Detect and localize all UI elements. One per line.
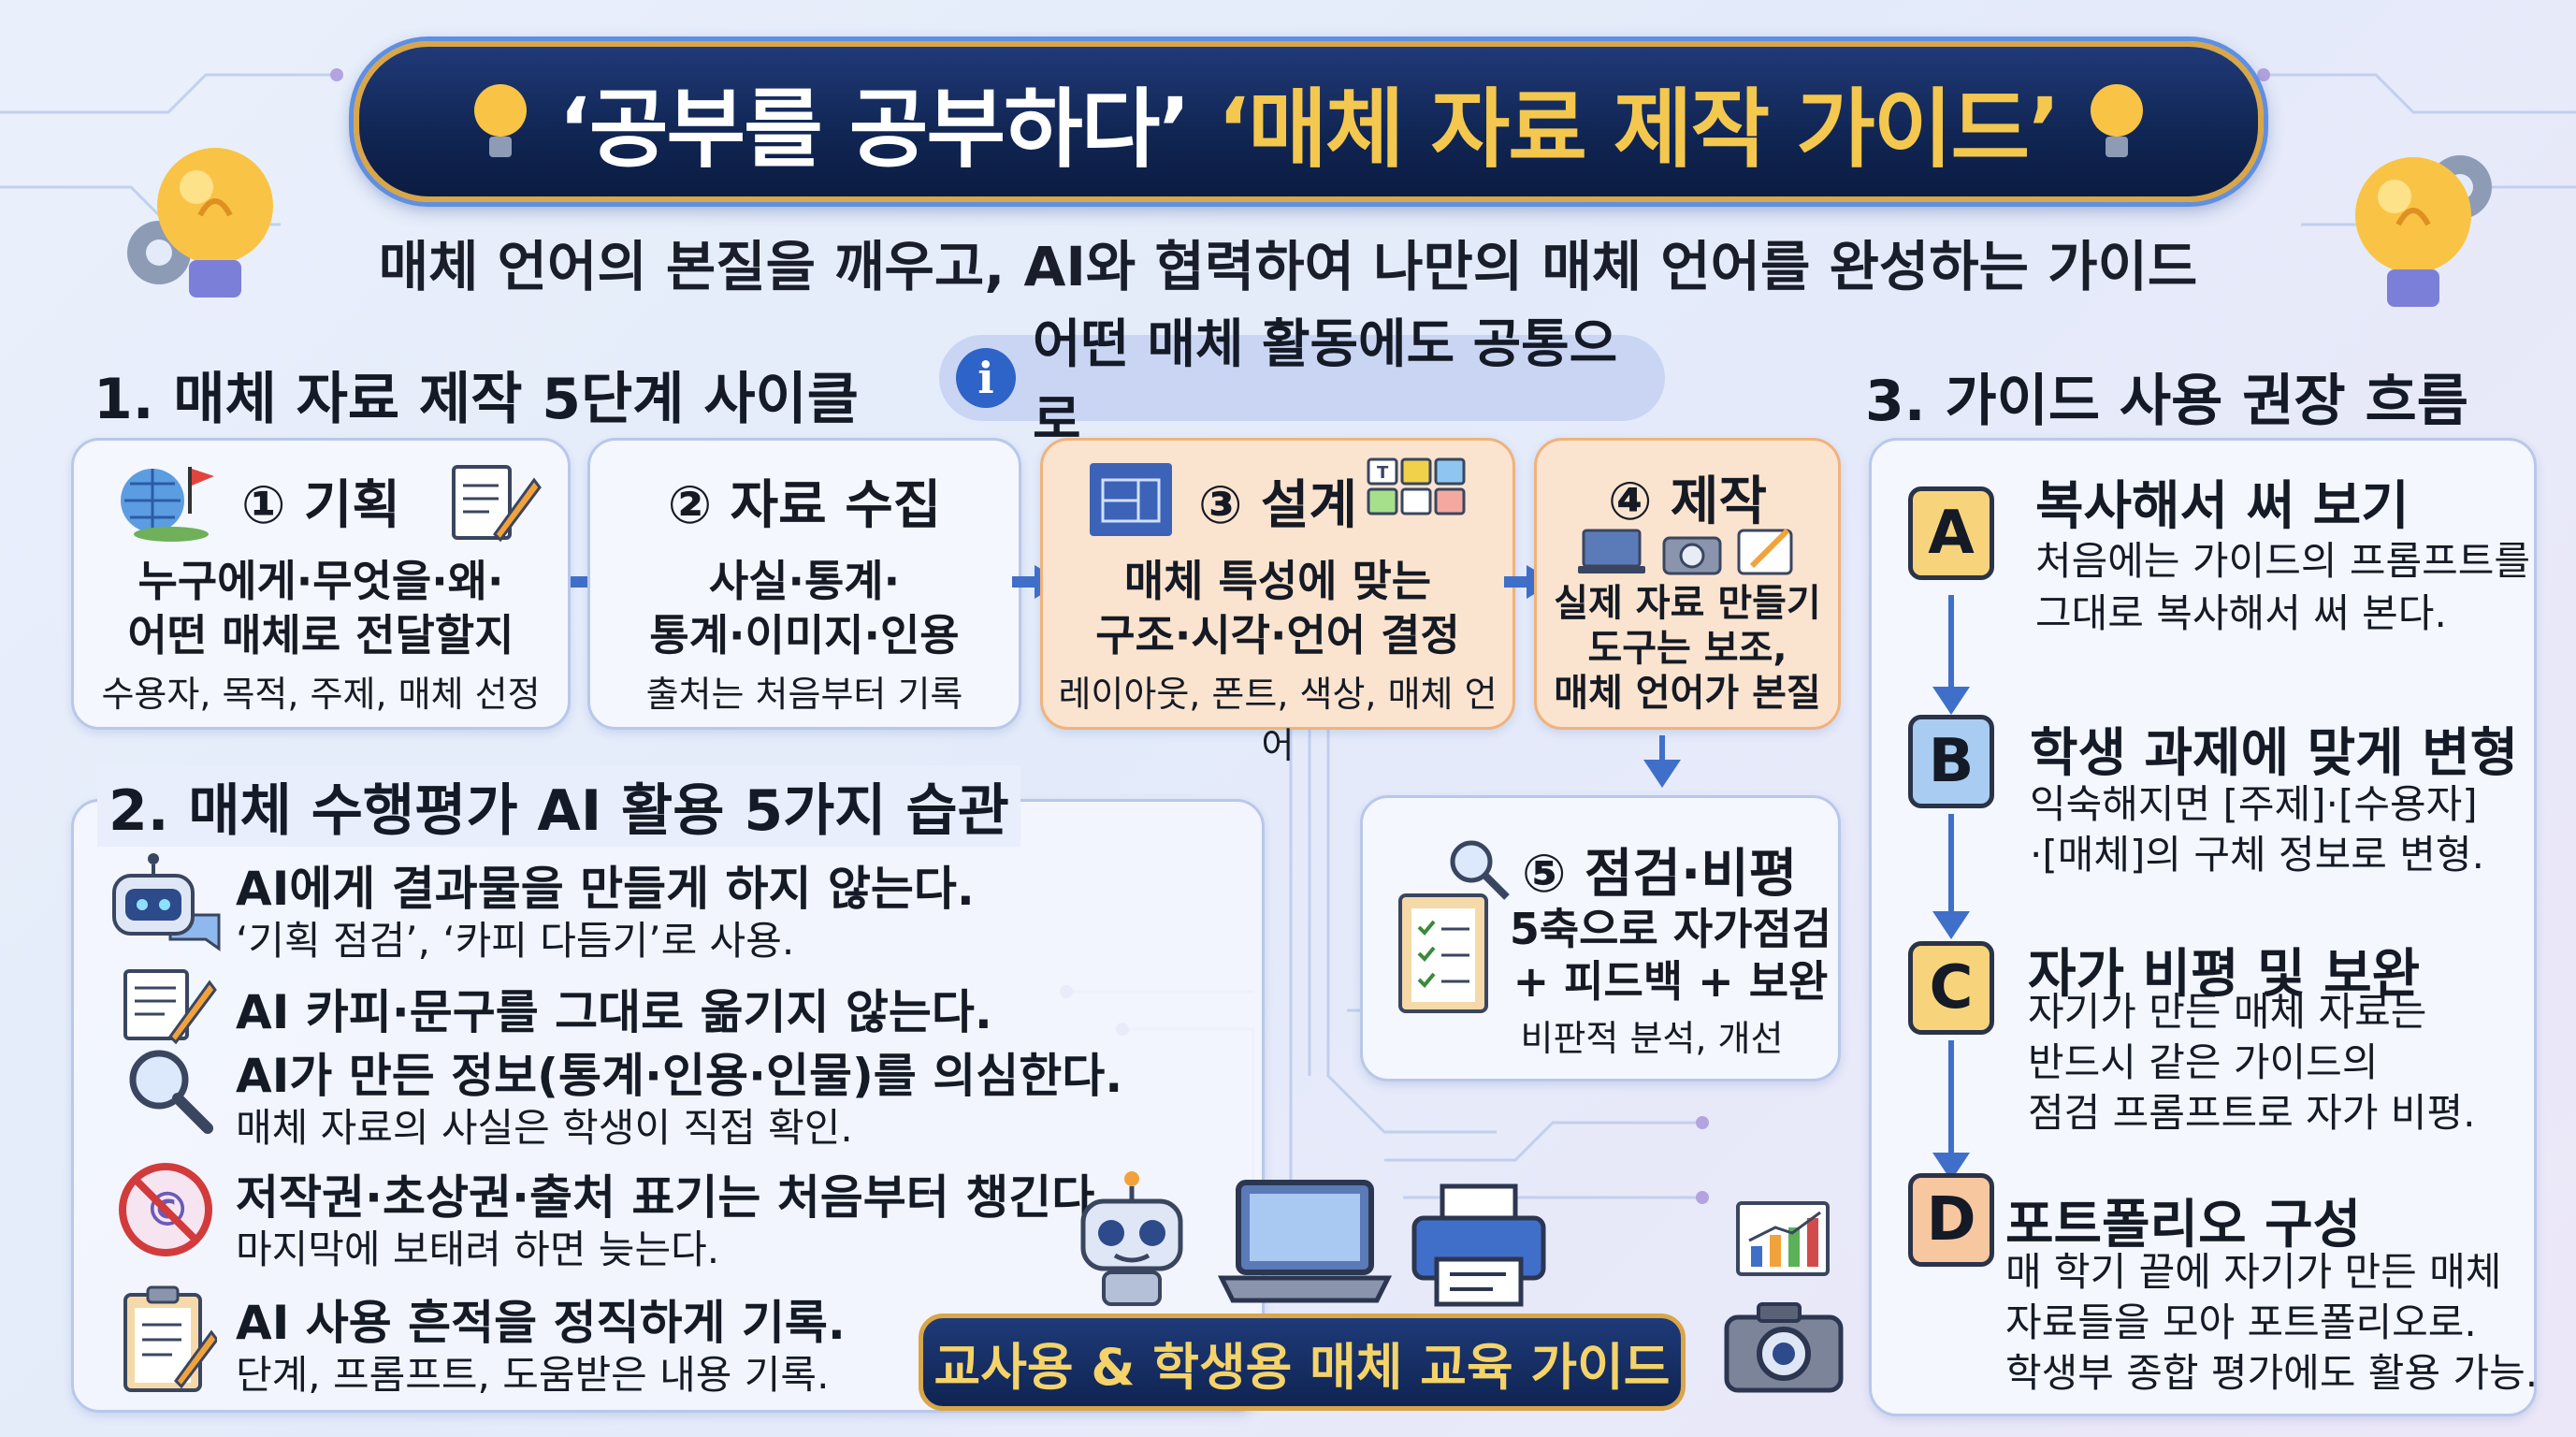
flow-step-desc: 처음에는 가이드의 프롬프트를 xyxy=(2035,538,2531,584)
common-note-text: 어떤 매체 활동에도 공통으로 xyxy=(1032,314,1618,451)
flow-arrow-line xyxy=(1659,735,1665,762)
flow-step-desc: 그대로 복사해서 써 본다. xyxy=(2035,590,2447,636)
step-desc-line2: 구조·시각·언어 결정 xyxy=(1095,610,1460,660)
lightbulb-icon xyxy=(127,148,273,298)
habit-desc: 매체 자료의 사실은 학생이 직접 확인. xyxy=(236,1105,853,1151)
globe-icon xyxy=(121,467,214,542)
step-title: ② 자료 수집 xyxy=(667,475,942,536)
flow-arrow xyxy=(1643,760,1681,788)
page-title-part1: ‘공부를 공부하다’ xyxy=(557,79,1191,180)
habit-desc: 단계, 프롬프트, 도움받은 내용 기록. xyxy=(236,1352,830,1398)
step-desc-line1: 사실·통계· xyxy=(708,556,901,606)
step-title: ④ 제작 xyxy=(1608,472,1767,532)
habits-card xyxy=(71,799,1265,1413)
habit-desc: ‘기획 점검’, ‘카피 다듬기’로 사용. xyxy=(236,918,795,964)
step-desc-line1: 매체 특성에 맞는 xyxy=(1123,556,1432,606)
blueprint-icon xyxy=(1090,463,1172,536)
habit-title: AI가 만든 정보(통계·인용·인물)를 의심한다. xyxy=(236,1049,1123,1103)
laptop-icon xyxy=(1578,529,1645,573)
robot-icon xyxy=(1080,1171,1183,1306)
step-desc-line1: 실제 자료 만들기 xyxy=(1554,582,1821,625)
flow-arrow xyxy=(1932,687,1970,715)
tools-grid-icon: T xyxy=(1367,457,1466,515)
lightbulb-icon xyxy=(2355,155,2492,307)
flow-step-desc: 매 학기 끝에 자기가 만든 매체 xyxy=(2005,1249,2502,1295)
flow-step-title: 복사해서 써 보기 xyxy=(2035,476,2410,537)
design-app-icon xyxy=(1737,528,1793,575)
step-title: ⑤ 점검·비평 xyxy=(1522,844,1798,905)
flow-step-desc: 반드시 같은 가이드의 xyxy=(2028,1039,2379,1085)
svg-text:T: T xyxy=(1377,463,1389,483)
step-card-plan: ① 기획 누구에게·무엇을·왜· 어떤 매체로 전달할지 수용자, 목적, 주제… xyxy=(71,438,571,730)
document-pen-icon xyxy=(123,969,217,1044)
info-icon: i xyxy=(956,348,1016,408)
document-pen-icon xyxy=(452,465,542,543)
step-title: ① 기획 xyxy=(241,475,400,536)
flow-step-title: 자가 비평 및 보완 xyxy=(2028,944,2421,1005)
flow-step-desc: 학생부 종합 평가에도 활용 가능. xyxy=(2005,1350,2539,1396)
step-badge-a: A xyxy=(1908,486,1994,580)
habit-title: AI에게 결과물을 만들게 하지 않는다. xyxy=(236,862,975,916)
lightbulb-icon xyxy=(473,84,527,157)
step-card-collect: ② 자료 수집 사실·통계· 통계·이미지·인용 출처는 처음부터 기록 xyxy=(587,438,1021,730)
habit-title: 저작권·초상권·출처 표기는 처음부터 챙긴다. xyxy=(236,1170,1113,1225)
step-keywords: 레이아웃, 폰트, 색상, 매체 언어 xyxy=(1058,674,1498,766)
habit-title: AI 사용 흔적을 정직하게 기록. xyxy=(236,1296,846,1350)
step-desc-line3: 매체 언어가 본질 xyxy=(1554,672,1821,715)
step-desc-line2: 도구는 보조, xyxy=(1587,627,1787,670)
footer-badge: 교사용 & 학생용 매체 교육 가이드 xyxy=(919,1314,1686,1411)
page-title-part2: ‘매체 자료 제작 가이드’ xyxy=(1217,79,2061,180)
step-card-design: ③ 설계 T 매체 특성에 맞는 구조·시각·언어 결정 레이아웃, 폰트, 색… xyxy=(1040,438,1515,766)
habit-title: AI 카피·문구를 그대로 옮기지 않는다. xyxy=(236,985,992,1039)
step-badge-c: C xyxy=(1908,941,1994,1035)
bar-chart-icon xyxy=(1736,1201,1830,1276)
section1-title: 1. 매체 자료 제작 5단계 사이클 xyxy=(94,367,859,432)
step-desc-line1: 누구에게·무엇을·왜· xyxy=(137,556,504,606)
step-keywords: 비판적 분석, 개선 xyxy=(1520,1018,1784,1059)
title-banner: ‘공부를 공부하다’ ‘매체 자료 제작 가이드’ xyxy=(354,41,2264,202)
flow-step-desc: ·[매체]의 구체 정보로 변형. xyxy=(2030,832,2484,878)
laptop-icon xyxy=(1217,1180,1393,1303)
step-desc-line1: 5축으로 자가점검 xyxy=(1509,904,1832,954)
production-tools xyxy=(1578,528,1793,575)
no-copyright-icon: © xyxy=(119,1163,212,1256)
step-badge-b: B xyxy=(1908,715,1994,808)
step-title: ③ 설계 xyxy=(1198,475,1357,536)
step-desc-line2: 어떤 매체로 전달할지 xyxy=(127,610,514,660)
page-subtitle: 매체 언어의 본질을 깨우고, AI와 협력하여 나만의 매체 언어를 완성하는… xyxy=(378,235,2198,298)
clipboard-checklist-icon xyxy=(1398,840,1510,1013)
clipboard-checklist-icon xyxy=(123,1285,217,1392)
camera-icon xyxy=(1662,536,1722,575)
step-keywords: 수용자, 목적, 주제, 매체 선정 xyxy=(101,674,541,715)
printer-icon xyxy=(1411,1183,1546,1307)
section2-title: 2. 매체 수행평가 AI 활용 5가지 습관 xyxy=(97,765,1020,847)
lightbulb-icon xyxy=(2091,84,2144,157)
step-desc-line2: + 피드백 + 보완 xyxy=(1512,956,1829,1007)
section3-title: 3. 가이드 사용 권장 흐름 xyxy=(1865,369,2468,434)
step-badge-d: D xyxy=(1908,1173,1994,1267)
common-note-pill: i 어떤 매체 활동에도 공통으로 xyxy=(939,314,1665,451)
flow-arrow-line xyxy=(1948,814,1954,915)
flow-arrow xyxy=(1932,911,1970,939)
step-card-produce: ④ 제작 실제 자료 만들기 도구는 보조, 매체 언어가 본질 xyxy=(1534,438,1841,730)
robot-icon xyxy=(112,853,221,951)
camera-icon xyxy=(1724,1302,1844,1393)
magnifier-icon xyxy=(129,1050,213,1134)
flow-step-desc: 자기가 만든 매체 자료는 xyxy=(2028,989,2427,1035)
flow-arrow-line xyxy=(1948,1040,1954,1156)
flow-step-title: 학생 과제에 맞게 변형 xyxy=(2030,723,2519,784)
flow-step-desc: 점검 프롬프트로 자가 비평. xyxy=(2028,1090,2476,1136)
flow-step-desc: 자료들을 모아 포트폴리오로. xyxy=(2005,1299,2477,1345)
flow-arrow-line xyxy=(1948,595,1954,690)
step-keywords: 출처는 처음부터 기록 xyxy=(645,674,963,715)
flow-step-desc: 익숙해지면 [주제]·[수용자] xyxy=(2030,781,2478,827)
step-desc-line2: 통계·이미지·인용 xyxy=(649,610,960,660)
habit-desc: 마지막에 보태려 하면 늦는다. xyxy=(236,1227,720,1272)
flow-step-title: 포트폴리오 구성 xyxy=(2005,1195,2362,1256)
step-card-review: ⑤ 점검·비평 5축으로 자가점검 + 피드백 + 보완 비판적 분석, 개선 xyxy=(1360,795,1841,1081)
